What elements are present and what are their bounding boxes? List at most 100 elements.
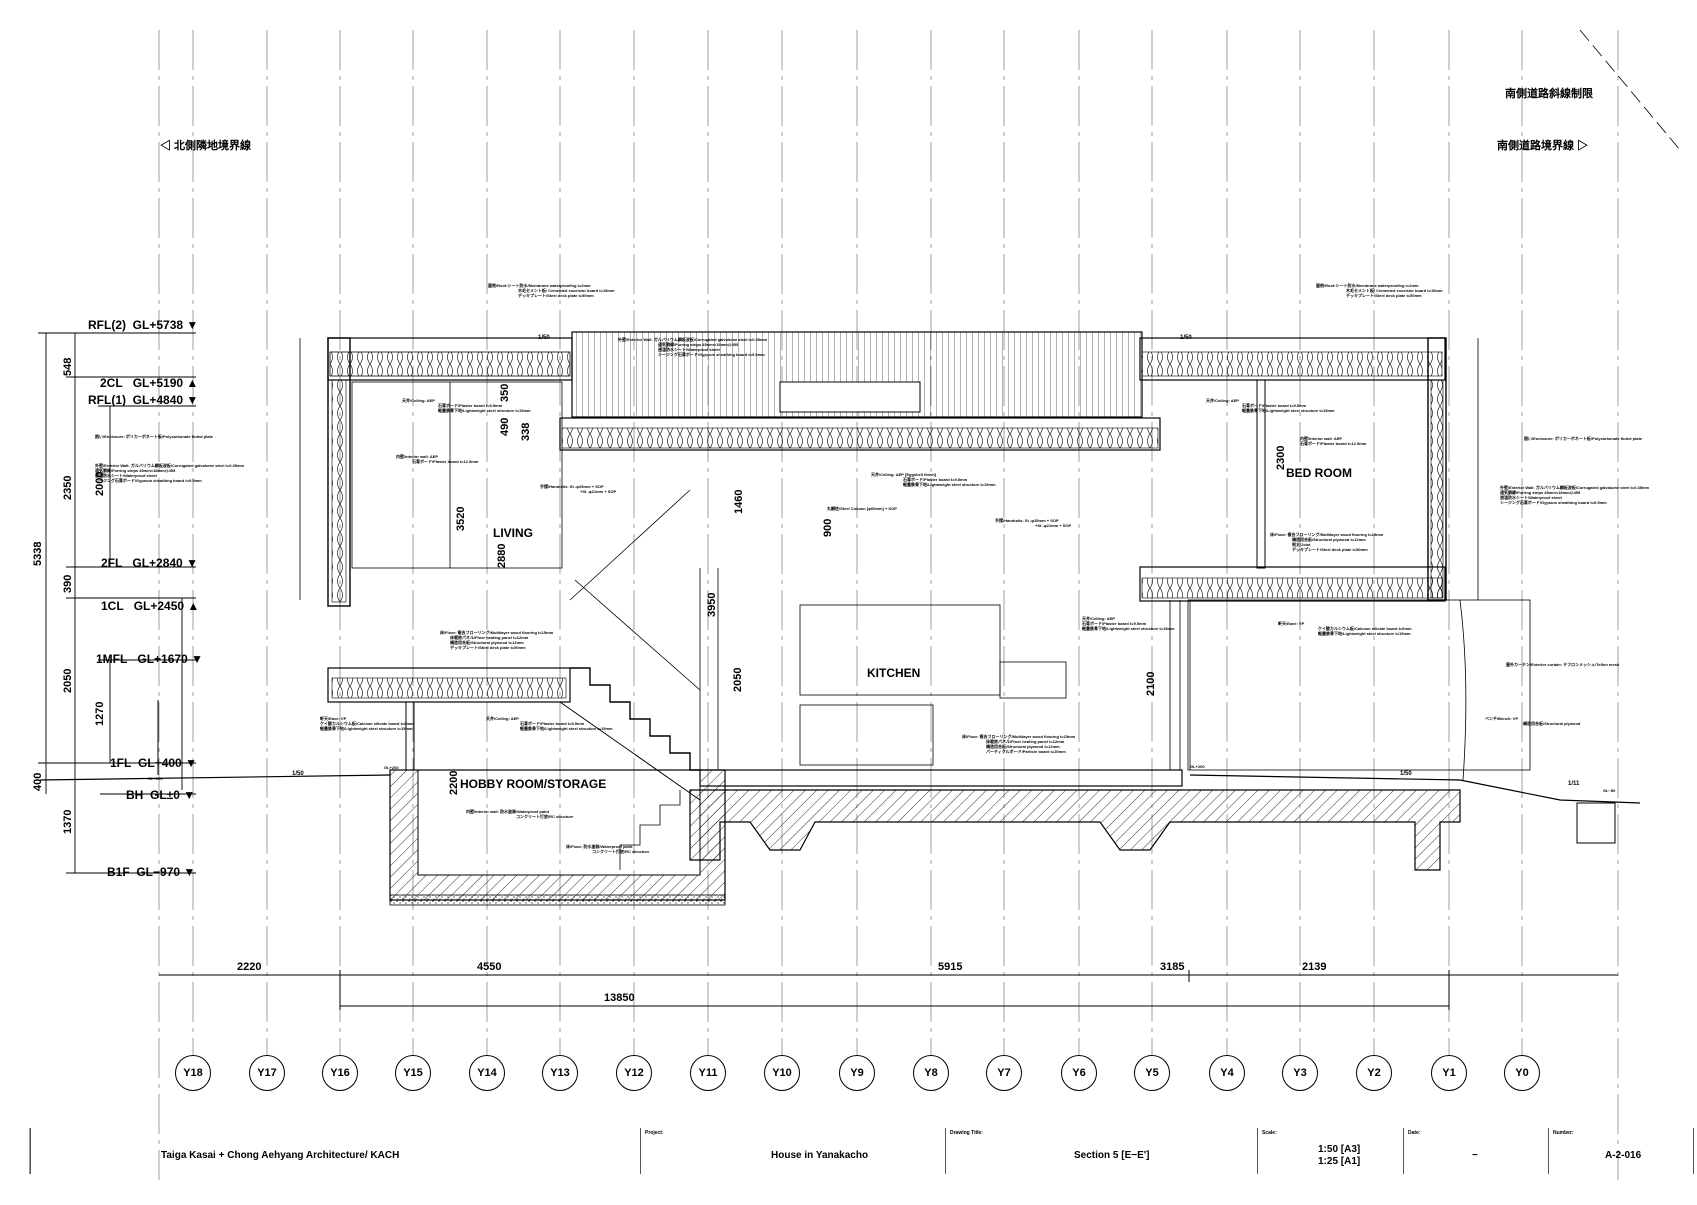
grid-bubble: Y0	[1504, 1055, 1540, 1091]
grid-bubble: Y12	[616, 1055, 652, 1091]
slope-label: 1/50	[1180, 335, 1192, 341]
note-floor-hobby: 床/Floor: 防水塗装/Waterproof paint コンクリート打放/…	[566, 844, 650, 854]
grid-bubble: Y6	[1061, 1055, 1097, 1091]
note-interior-wall-hobby: 内壁/Interior wall: 防水塗装/Waterproof paint …	[466, 809, 574, 819]
note-interior-wall-living: 内壁/Interior wall: AEP 石膏ボード/Plaster boar…	[396, 454, 479, 464]
dim-2880: 2880	[496, 543, 508, 568]
dim-1270: 1270	[94, 701, 106, 726]
dim-900: 900	[822, 518, 834, 537]
note-interior-wall-bedroom: 内壁/Interior wall: AEP 石膏ボード/Plaster boar…	[1300, 436, 1367, 446]
room-bedroom: BED ROOM	[1286, 466, 1352, 480]
note-floor-1f: 床/Floor: 複合フローリング/Multilayer wood floori…	[962, 734, 1076, 754]
note-steel-column: 丸鋼柱/Steel Column [φ60mm] + SOP	[827, 506, 897, 511]
scale-caption: Scale:	[1262, 1130, 1277, 1136]
tb-number: Number: A-2-016	[1548, 1128, 1694, 1174]
hdim-2220: 2220	[237, 961, 262, 973]
level-down-triangle-icon: ▼	[185, 756, 197, 770]
level-label: 1CL GL+2450 ▲	[101, 599, 200, 613]
note-floor-2f: 床/Floor: 複合フローリング/Multilayer wood floori…	[1270, 532, 1384, 552]
hdim-4550: 4550	[477, 961, 502, 973]
dim-2300: 2300	[1275, 445, 1287, 470]
date-value: −	[1472, 1150, 1478, 1161]
level-label: B1F GL−970 ▼	[107, 865, 196, 879]
level-down-triangle-icon: ▼	[186, 556, 198, 570]
drawing-number: A-2-016	[1605, 1150, 1642, 1161]
drawing-title: Section 5 [E−E']	[1074, 1150, 1150, 1161]
level-down-triangle-icon: ▼	[186, 393, 199, 407]
hdim-5915: 5915	[938, 961, 963, 973]
grid-bubble: Y8	[913, 1055, 949, 1091]
note-roof-right: 屋根/Roof:シート防水/Membrane waterproofing t=2…	[1316, 283, 1443, 298]
note-exterior-curtain: 屋外カーテン/Exterior curtain: テフロンメッシュ/Teflon…	[1506, 662, 1620, 667]
scale-a3: 1:50 [A3]	[1318, 1144, 1361, 1155]
dim-548: 548	[62, 357, 74, 376]
level-label: RFL(1) GL+4840 ▼	[88, 393, 199, 407]
title-block: Taiga Kasai + Chong Aehyang Architecture…	[30, 1128, 1694, 1174]
slope-label: 1/50	[1400, 771, 1412, 777]
note-exterior-wall-right: 外壁/Exterior Wall: ガルバリウム鋼板波板/Corrugated …	[1500, 485, 1650, 505]
note-roof-left: 屋根/Roof:シート防水/Membrane waterproofing t=2…	[488, 283, 615, 298]
grid-bubble: Y18	[175, 1055, 211, 1091]
project-name: House in Yanakacho	[771, 1150, 869, 1161]
note-ceiling-eave: 天井/Ceiling: AEP 石膏ボード/Plaster board t=9.…	[1082, 616, 1175, 631]
room-hobby-storage: HOBBY ROOM/STORAGE	[460, 777, 607, 791]
tb-project: Project: House in Yanakacho	[640, 1128, 945, 1174]
tb-office: Taiga Kasai + Chong Aehyang Architecture…	[30, 1128, 640, 1174]
note-eave: 軒天/Eave: VP ケイ酸カルシウム板/Calcium silicate b…	[1278, 621, 1412, 636]
note-ceiling-hobby: 天井/Ceiling: AEP 石膏ボード/Plaster board t=9.…	[486, 716, 613, 731]
south-boundary-label: 南側道路境界線 ▷	[1497, 140, 1589, 152]
note-ceiling-kitchen: 天井/Ceiling: AEP [Eggshell finish] 石膏ボード/…	[871, 472, 996, 487]
dim-400: 400	[32, 772, 44, 791]
note-enclosure-right: 囲い/Enclosure: ポリカーボネート板/Polycarbonate fl…	[1524, 436, 1643, 441]
grid-bubble: Y16	[322, 1055, 358, 1091]
gl-mark: GL+200	[1190, 764, 1205, 769]
gl-mark: GL+200	[384, 765, 399, 770]
grid-bubble: Y10	[764, 1055, 800, 1091]
grid-bubble: Y4	[1209, 1055, 1245, 1091]
note-exterior-wall-clerestory: 外壁/Exterior Wall: ガルバリウム鋼板波板/Corrugated …	[618, 337, 768, 357]
note-bench: ベンチ/Bench: VP 構造用合板/Structural plywood	[1485, 716, 1581, 726]
level-label: 1MFL GL+1670 ▼	[96, 652, 203, 666]
tb-title: Drawing Title: Section 5 [E−E']	[945, 1128, 1257, 1174]
level-down-triangle-icon: ▼	[183, 865, 196, 879]
room-living: LIVING	[493, 526, 534, 540]
grid-bubble: Y5	[1134, 1055, 1170, 1091]
level-down-triangle-icon: ▼	[186, 318, 199, 332]
grid-bubble: Y9	[839, 1055, 875, 1091]
dim-2050: 2050	[62, 668, 74, 693]
dim-2200: 2200	[448, 770, 460, 795]
level-label: 1FL GL+400 ▼	[110, 756, 197, 770]
note-eave-left: 軒天/Eave: VP ケイ酸カルシウム板/Calcium silicate b…	[320, 716, 414, 731]
note-ceiling-bedroom: 天井/Ceiling: AEP 石膏ボード/Plaster board t=9.…	[1206, 398, 1335, 413]
hdim-2139: 2139	[1302, 961, 1327, 973]
dim-390: 390	[62, 574, 74, 593]
hdim-3185: 3185	[1160, 961, 1185, 973]
title-caption: Drawing Title:	[950, 1130, 983, 1136]
dim-1370: 1370	[62, 809, 74, 834]
level-up-triangle-icon: ▲	[187, 599, 200, 613]
note-exterior-wall-left: 囲い/Enclosure: ポリカーボネート板/Polycarbonate fl…	[95, 434, 245, 483]
note-floor-1mf: 床/Floor: 複合フローリング/Multilayer wood floori…	[440, 630, 554, 650]
grid-bubble: Y7	[986, 1055, 1022, 1091]
grid-bubble: Y11	[690, 1055, 726, 1091]
grid-bubble: Y1	[1431, 1055, 1467, 1091]
note-handrail-right: 手摺/Handrails: St ‑φ25mm + SOP +St ‑φ21mm…	[995, 518, 1072, 528]
dim-3950: 3950	[706, 592, 718, 617]
dim-5338: 5338	[32, 541, 44, 566]
office-name: Taiga Kasai + Chong Aehyang Architecture…	[161, 1150, 400, 1161]
slope-label: 1/50	[538, 335, 550, 341]
tb-date: Date: −	[1403, 1128, 1548, 1174]
grid-bubble: Y14	[469, 1055, 505, 1091]
north-boundary-label: ◁ 北側隣地境界線	[160, 140, 252, 152]
date-caption: Date:	[1408, 1130, 1421, 1136]
level-down-triangle-icon: ▼	[183, 788, 196, 802]
south-slant-limit-label: 南側道路斜線制限	[1505, 88, 1593, 100]
dim-2050-kitchen: 2050	[732, 667, 744, 692]
level-label: 2CL GL+5190 ▲	[100, 376, 199, 390]
number-caption: Number:	[1553, 1130, 1574, 1136]
dim-1460: 1460	[733, 489, 745, 514]
dim-3520: 3520	[455, 506, 467, 531]
level-label: BH GL±0 ▼	[126, 788, 196, 802]
